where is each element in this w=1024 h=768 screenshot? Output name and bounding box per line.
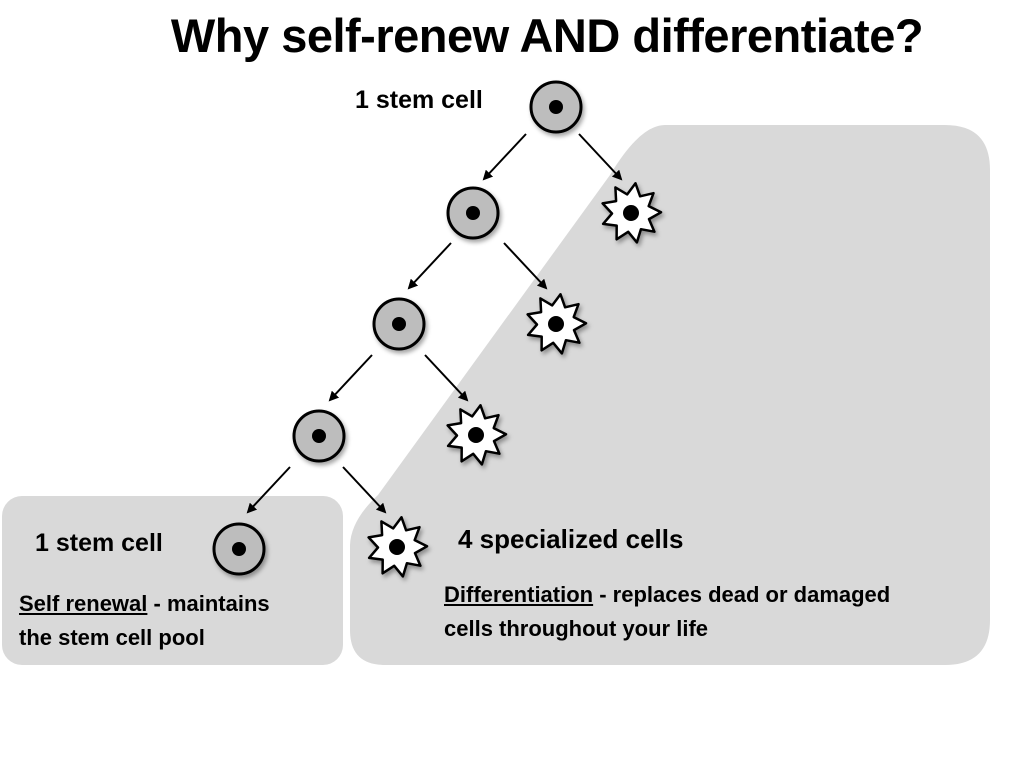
stem-cell bbox=[446, 186, 500, 240]
specialized-cell bbox=[601, 182, 663, 244]
differentiation-desc-line1: - replaces dead or damaged bbox=[593, 582, 891, 607]
specialized-cell bbox=[526, 293, 588, 355]
stem-cell bbox=[292, 409, 346, 463]
specialized-cell-nucleus bbox=[468, 427, 484, 443]
self-renewal-description: Self renewal - maintains the stem cell p… bbox=[19, 587, 270, 655]
arrow-stem2-to-stem3 bbox=[407, 242, 452, 290]
arrow-stem3-to-stem4 bbox=[328, 354, 373, 402]
stem-cell bbox=[212, 522, 266, 576]
stem-cell-nucleus bbox=[232, 542, 246, 556]
specialized-cell bbox=[367, 516, 429, 578]
arrow-stem4-to-specialized4 bbox=[342, 466, 387, 514]
specialized-cell bbox=[446, 404, 508, 466]
page-title: Why self-renew AND differentiate? bbox=[170, 9, 924, 62]
differentiation-desc-line2: cells throughout your life bbox=[444, 616, 709, 641]
stem-cell-nucleus bbox=[392, 317, 406, 331]
differentiation-description: Differentiation - replaces dead or damag… bbox=[444, 578, 890, 646]
self-renewal-term: Self renewal bbox=[19, 591, 148, 616]
arrow-stem1-to-specialized1 bbox=[578, 133, 623, 181]
specialized-cells-label: 4 specialized cells bbox=[458, 524, 684, 554]
top-stem-cell-label: 1 stem cell bbox=[355, 86, 483, 114]
self-renewal-desc-line2: the stem cell pool bbox=[19, 625, 205, 650]
stem-cell-label: 1 stem cell bbox=[35, 529, 163, 557]
stem-cell-nucleus bbox=[466, 206, 480, 220]
specialized-cell-nucleus bbox=[548, 316, 564, 332]
arrow-stem3-to-specialized3 bbox=[424, 354, 469, 402]
stem-cell-nucleus bbox=[549, 100, 563, 114]
arrow-stem2-to-specialized2 bbox=[503, 242, 548, 290]
arrow-stem4-to-stem5 bbox=[246, 466, 291, 514]
self-renewal-desc-line1: - maintains bbox=[147, 591, 270, 616]
arrow-stem1-to-stem2 bbox=[482, 133, 527, 181]
stem-cell bbox=[529, 80, 583, 134]
stem-cell-nucleus bbox=[312, 429, 326, 443]
specialized-cell-nucleus bbox=[623, 205, 639, 221]
specialized-cell-nucleus bbox=[389, 539, 405, 555]
differentiation-term: Differentiation bbox=[444, 582, 594, 607]
stem-cell bbox=[372, 297, 426, 351]
differentiation-panel bbox=[350, 125, 990, 665]
